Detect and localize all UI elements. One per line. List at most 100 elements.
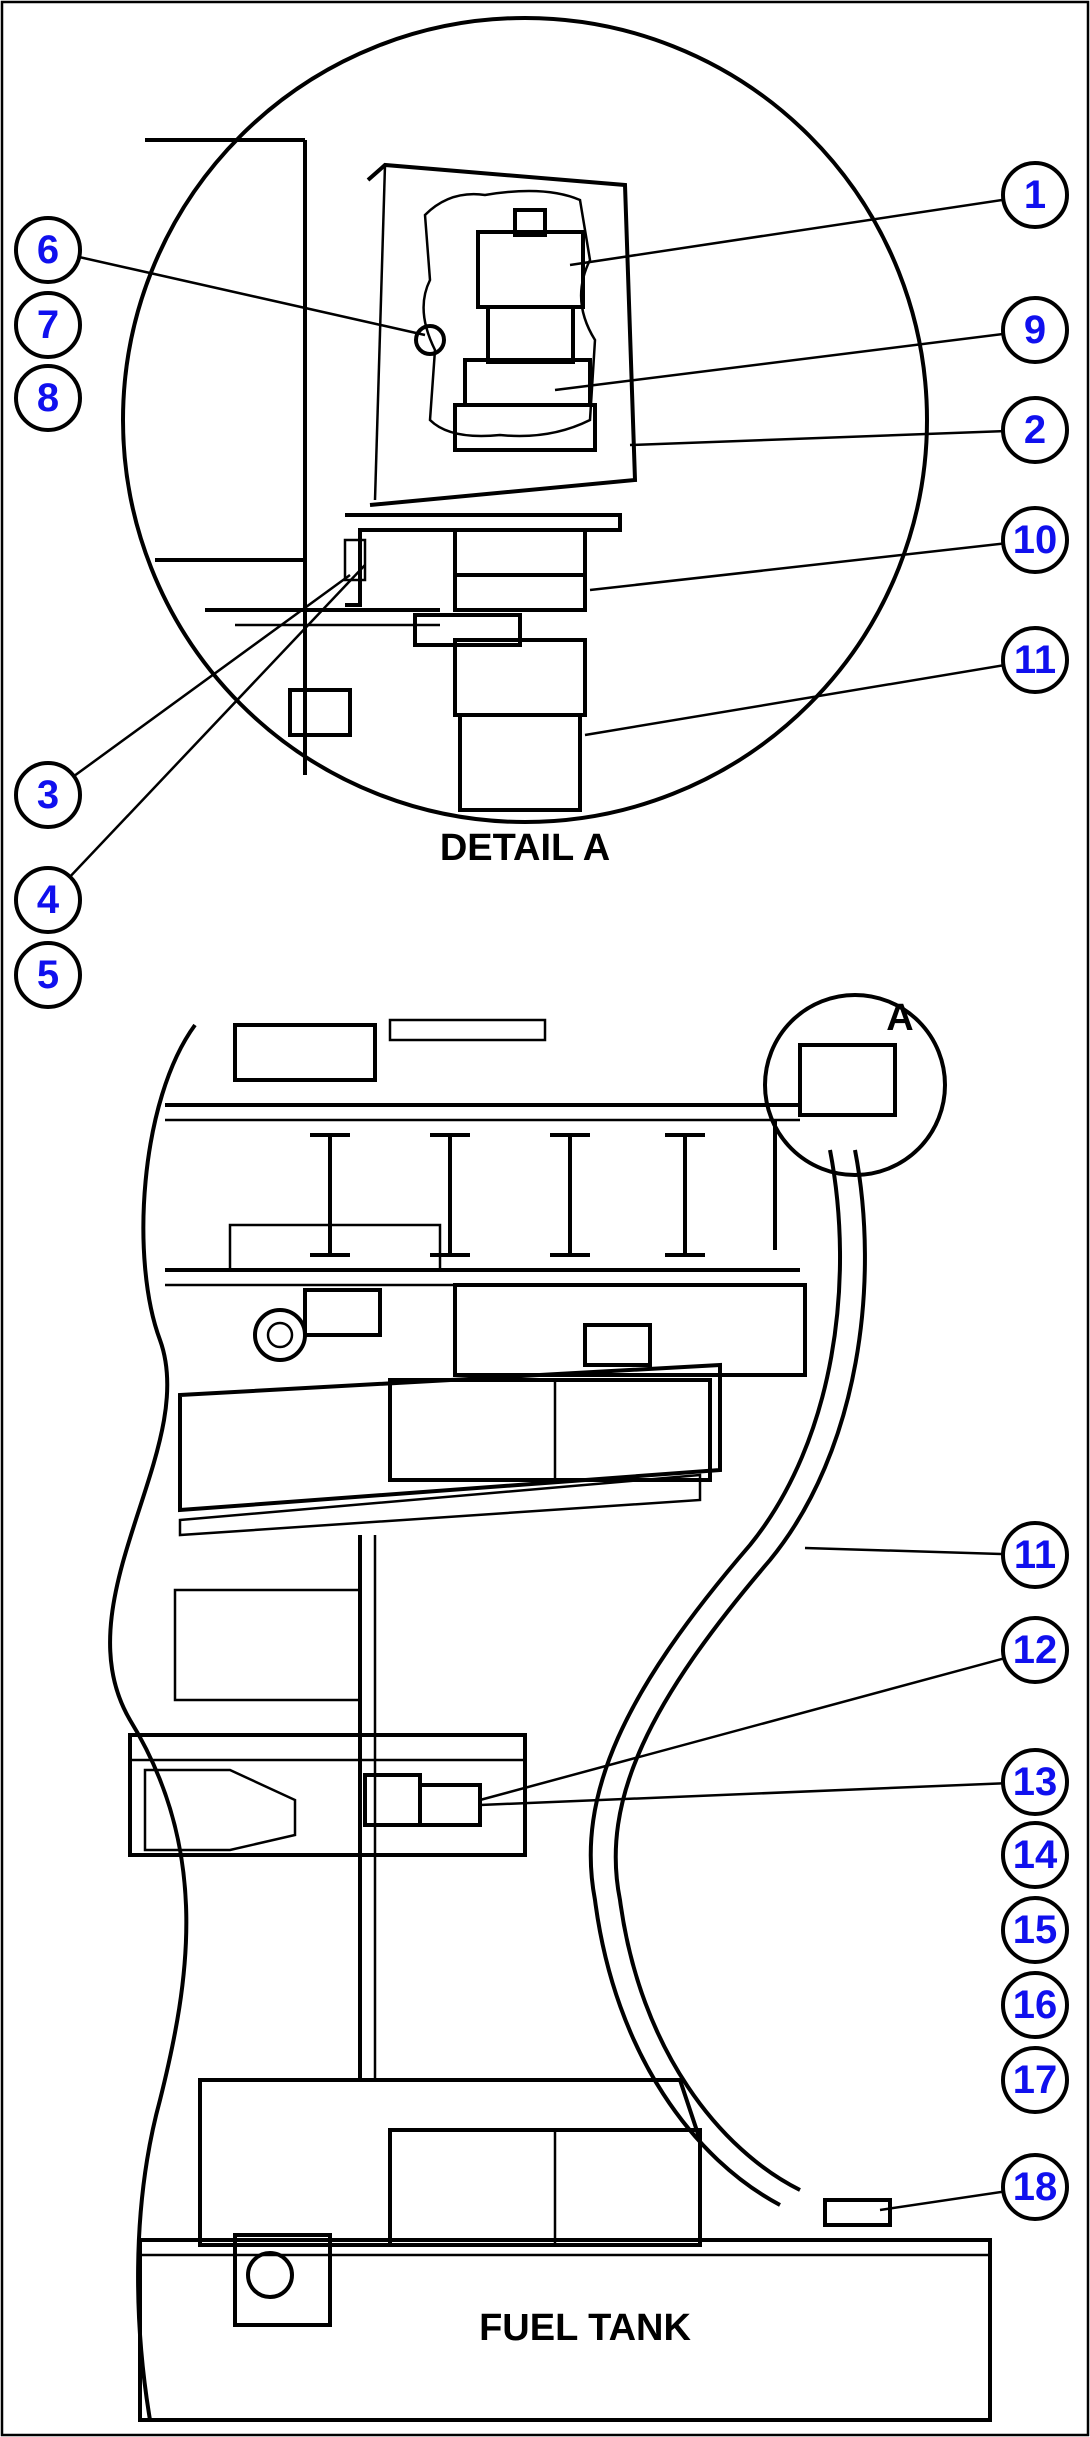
callout-13-circle bbox=[1001, 1748, 1069, 1816]
cutaway-outline bbox=[422, 189, 597, 438]
leader-13 bbox=[479, 1780, 1036, 1807]
clip-body bbox=[363, 1773, 422, 1827]
upper-cylinder bbox=[388, 1378, 712, 1482]
callout-3-label: 3 bbox=[37, 773, 59, 817]
leader-2 bbox=[629, 428, 1036, 447]
fuel-tank-label: FUEL TANK bbox=[479, 2307, 691, 2349]
detail-a-title: DETAIL A bbox=[440, 827, 610, 869]
leader-6 bbox=[47, 248, 426, 337]
callout-11-main-circle bbox=[1001, 1521, 1069, 1589]
callout-8-circle bbox=[14, 364, 82, 432]
callout-15: 15 bbox=[1001, 1896, 1069, 1964]
callout-12-circle bbox=[1001, 1616, 1069, 1684]
switch-housing bbox=[798, 1043, 897, 1117]
leader-1 bbox=[569, 193, 1036, 267]
hose-end bbox=[458, 713, 582, 812]
callout-1-circle bbox=[1001, 161, 1069, 229]
upper-bracket bbox=[233, 1023, 377, 1082]
mounting-plate-edge bbox=[373, 164, 387, 501]
cross-member bbox=[128, 1733, 527, 1857]
lower-nut bbox=[453, 573, 587, 612]
callout-11-main: 11 bbox=[1001, 1521, 1069, 1589]
hose-fitting bbox=[453, 638, 587, 717]
callout-4-label: 4 bbox=[37, 878, 60, 922]
mounting-plate bbox=[366, 162, 638, 507]
callout-9: 9 bbox=[1001, 296, 1069, 364]
callout-1: 1 bbox=[1001, 161, 1069, 229]
callout-2-label: 2 bbox=[1024, 408, 1046, 452]
upper-frame-member bbox=[178, 1362, 722, 1513]
callout-11-detail: 11 bbox=[1001, 626, 1069, 694]
frame-box bbox=[288, 688, 352, 737]
lower-plate bbox=[453, 1283, 807, 1377]
bracket-tab bbox=[343, 538, 367, 582]
callout-14-label: 14 bbox=[1013, 1833, 1058, 1877]
callout-13-label: 13 bbox=[1013, 1760, 1058, 1804]
pivot-pin bbox=[253, 1308, 307, 1362]
callout-8-label: 8 bbox=[37, 376, 59, 420]
hose-outer bbox=[613, 1149, 867, 2192]
lower-cylinder bbox=[388, 2128, 702, 2247]
callout-6-circle bbox=[14, 216, 82, 284]
callout-7-circle bbox=[14, 291, 82, 359]
fuel-tank bbox=[138, 2238, 992, 2422]
callout-4-circle bbox=[14, 866, 82, 934]
main-leaders bbox=[479, 1546, 1036, 2212]
leader-3 bbox=[47, 573, 351, 797]
break-line-left bbox=[108, 1023, 197, 2421]
callout-5-label: 5 bbox=[37, 953, 59, 997]
callout-13: 13 bbox=[1001, 1748, 1069, 1816]
hose-clamp bbox=[418, 1783, 482, 1827]
switch-stem bbox=[486, 305, 575, 364]
leader-11-detail bbox=[584, 658, 1036, 737]
callout-17-circle bbox=[1001, 2046, 1069, 2114]
leader-9 bbox=[554, 328, 1036, 392]
callout-16-circle bbox=[1001, 1971, 1069, 2039]
tank-mount-bolt bbox=[246, 2251, 294, 2299]
cross-member-recess bbox=[143, 1768, 297, 1852]
lower-frame-member bbox=[198, 2078, 702, 2247]
leader-4 bbox=[47, 564, 366, 901]
callout-2-circle bbox=[1001, 396, 1069, 464]
callout-16: 16 bbox=[1001, 1971, 1069, 2039]
lower-clamp bbox=[413, 613, 522, 647]
pivot-pin-center bbox=[266, 1321, 294, 1349]
callout-10-circle bbox=[1001, 506, 1069, 574]
callout-9-circle bbox=[1001, 296, 1069, 364]
machine-view: A bbox=[108, 993, 992, 2422]
adapter-body bbox=[453, 528, 587, 577]
callout-18-circle bbox=[1001, 2153, 1069, 2221]
callout-11-main-label: 11 bbox=[1014, 1533, 1056, 1577]
detail-a-marker: A bbox=[886, 997, 913, 1039]
tank-mount bbox=[233, 2233, 332, 2327]
drain-fitting bbox=[823, 2198, 892, 2227]
switch-nut bbox=[463, 358, 592, 407]
callout-7: 7 bbox=[14, 291, 82, 359]
callout-6: 6 bbox=[14, 216, 82, 284]
callout-16-label: 16 bbox=[1013, 1983, 1058, 2027]
plate bbox=[228, 1223, 442, 1272]
callout-18-label: 18 bbox=[1013, 2165, 1058, 2209]
cooler-core bbox=[310, 1120, 777, 1257]
detail-a-reference-circle bbox=[763, 993, 947, 1177]
callout-14: 14 bbox=[1001, 1821, 1069, 1889]
detail-a-boundary bbox=[121, 16, 929, 824]
leader-12 bbox=[479, 1648, 1036, 1802]
mounting-bolt bbox=[414, 324, 446, 356]
upper-rail bbox=[388, 1018, 547, 1042]
callout-15-circle bbox=[1001, 1896, 1069, 1964]
callout-2: 2 bbox=[1001, 396, 1069, 464]
leader-10 bbox=[589, 538, 1036, 592]
callout-15-label: 15 bbox=[1013, 1908, 1058, 1952]
callout-18: 18 bbox=[1001, 2153, 1069, 2221]
callout-5-circle bbox=[14, 941, 82, 1009]
callout-6-label: 6 bbox=[37, 228, 59, 272]
callout-14-circle bbox=[1001, 1821, 1069, 1889]
callout-7-label: 7 bbox=[37, 303, 59, 347]
adapter-fitting bbox=[453, 403, 597, 452]
callout-8: 8 bbox=[14, 364, 82, 432]
callout-9-label: 9 bbox=[1024, 308, 1046, 352]
switch-body bbox=[476, 230, 585, 309]
